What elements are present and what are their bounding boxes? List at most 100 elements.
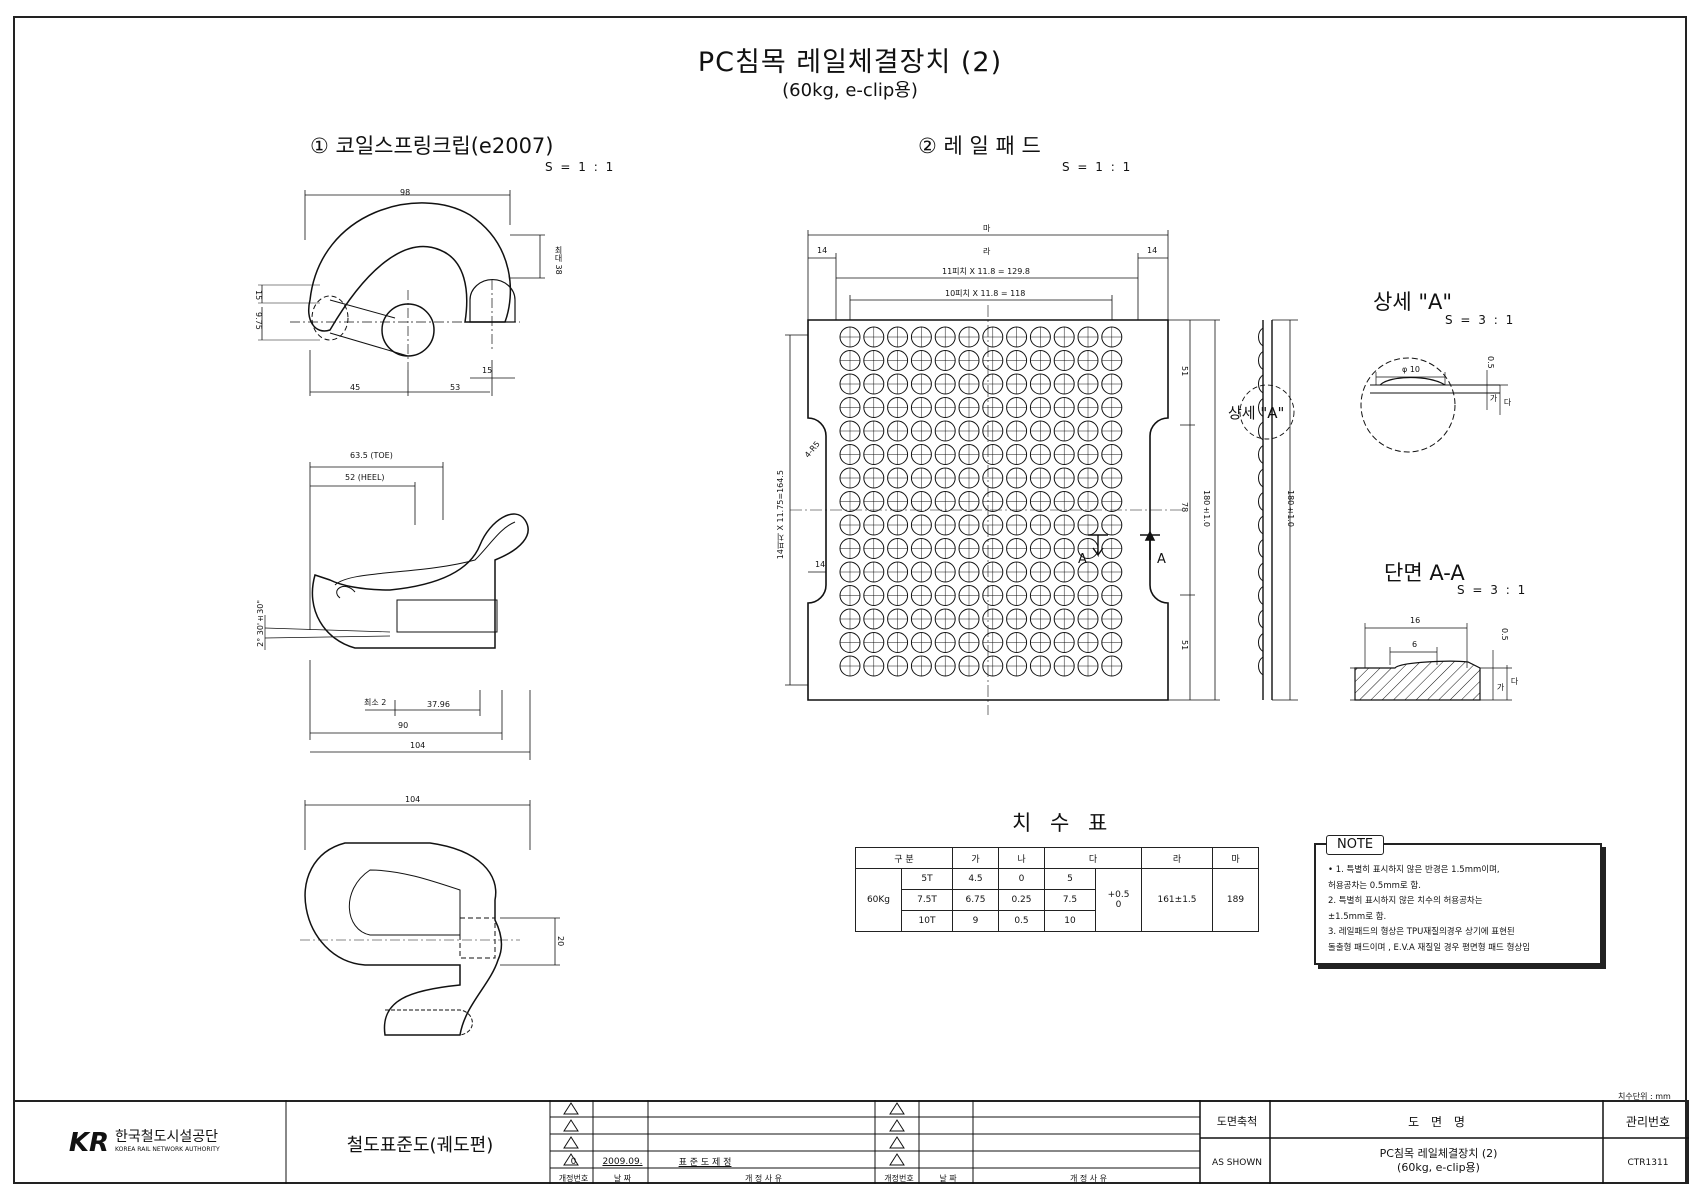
pad-bump-cross <box>840 444 860 465</box>
pad-bump-cross <box>887 374 908 394</box>
pad-bump-cross <box>1101 350 1122 371</box>
pad-bump-cross <box>1078 538 1098 559</box>
pad-bump-cross <box>840 632 860 653</box>
pad-bump-cross <box>840 374 860 394</box>
pad-bump-cross <box>863 585 884 606</box>
pad-bump-cross <box>1078 562 1098 582</box>
dim-table-title: 치 수 표 <box>1012 811 1114 835</box>
pad-bump-cross <box>1054 656 1075 676</box>
pad-bump-cross <box>887 421 908 441</box>
pad-bump-cross <box>959 421 979 441</box>
pad-bump-cross <box>1030 327 1051 347</box>
pad-bump-cross <box>863 562 884 582</box>
note-line: ±1.5mm로 함. <box>1328 911 1387 922</box>
pad-bump-cross <box>863 609 884 629</box>
dim-10-pitch: 10피치 X 11.8 = 118 <box>945 289 1026 298</box>
pad-bump-cross <box>887 538 908 559</box>
dim-ga-section: 가 <box>1496 683 1505 691</box>
pad-bump-cross <box>911 327 932 347</box>
dim-51-top: 51 <box>1180 366 1189 377</box>
dim-9-75: 9.75 <box>254 312 263 330</box>
note-box: NOTE • 1. 특별히 표시하지 않은 반경은 1.5mm이며, 허용공차는… <box>1314 835 1602 965</box>
th-ma: 마 <box>1212 847 1259 869</box>
drawing-name-label: 도 면 명 <box>1408 1114 1469 1129</box>
cell-na-2: 0.5 <box>998 910 1045 932</box>
dim-ra: 라 <box>983 247 991 256</box>
pad-scale: S = 1 : 1 <box>1062 160 1133 174</box>
pad-bump-cross <box>959 374 979 394</box>
drawing-name-line1: PC침목 레일체결장치 (2) <box>1379 1147 1498 1160</box>
pad-bump-cross <box>1101 538 1122 559</box>
pad-bump-cross <box>1006 632 1027 653</box>
title-block-lines <box>285 1100 1689 1184</box>
pad-bump-cross <box>1054 444 1075 465</box>
pad-bump-cross <box>1054 421 1075 441</box>
clip-scale: S = 1 : 1 <box>545 160 616 174</box>
pad-bump-cross <box>982 327 1003 347</box>
pad-bump-cross <box>911 632 932 653</box>
pad-bump-cross <box>887 444 908 465</box>
pad-bump-cross <box>1101 656 1122 676</box>
clip-section-title: ① 코일스프링크립(e2007) <box>310 134 554 158</box>
cell-da-1: 7.5 <box>1044 889 1096 911</box>
pad-bump-cross <box>1078 585 1098 606</box>
cell-na-0: 0 <box>998 868 1045 890</box>
pad-bump-cross <box>911 491 932 512</box>
h-reason-2: 개 정 사 유 <box>1069 1173 1108 1183</box>
pad-bump-cross <box>863 350 884 371</box>
dim-da-detail: 다 <box>1503 398 1512 406</box>
mgmt-label: 관리번호 <box>1625 1114 1671 1129</box>
section-aa-title: 단면 A-A <box>1384 561 1465 585</box>
pad-bump-cross <box>982 374 1003 394</box>
pad-bump-cross <box>887 562 908 582</box>
pad-bump-cross <box>1006 538 1027 559</box>
pad-bump-cross <box>863 444 884 465</box>
pad-bump-cross <box>1006 421 1027 441</box>
pad-bump-cross <box>1078 632 1098 653</box>
pad-bump-cross <box>1054 468 1075 488</box>
th-da: 다 <box>1044 847 1142 869</box>
dim-0-5-detail: 0.5 <box>1486 356 1495 369</box>
pad-bump-cross <box>1030 421 1051 441</box>
cell-na-1: 0.25 <box>998 889 1045 911</box>
pad-bump-cross <box>982 585 1003 606</box>
dim-45: 45 <box>350 383 361 392</box>
drawing-subtitle: (60kg, e-clip용) <box>782 80 918 101</box>
pad-plan-view <box>785 230 1220 715</box>
pad-bump-cross <box>1101 374 1122 394</box>
pad-bump-cross <box>1030 374 1051 394</box>
pad-bump-cross <box>959 632 979 653</box>
pad-bump-cross <box>959 656 979 676</box>
pad-bump-cross <box>911 515 932 535</box>
pad-bump-cross <box>982 632 1003 653</box>
pad-bump-cross <box>1030 538 1051 559</box>
pad-bump-cross <box>959 585 979 606</box>
dim-37-96: 37.96 <box>427 700 450 709</box>
section-mark-a-left: A <box>1078 552 1087 567</box>
scale-value: AS SHOWN <box>1212 1158 1262 1168</box>
pad-bump-cross <box>911 656 932 676</box>
pad-bump-cross <box>982 538 1003 559</box>
pad-bump-cross <box>1006 585 1027 606</box>
pad-bump-cross <box>1006 491 1027 512</box>
dim-38: 최대 38 <box>554 246 563 275</box>
pad-bump-cross <box>1078 656 1098 676</box>
pad-bump-cross <box>1101 468 1122 488</box>
dim-15-horz: 15 <box>482 366 493 375</box>
pad-bump-cross <box>982 468 1003 488</box>
dim-11-pitch: 11피치 X 11.8 = 129.8 <box>942 267 1030 276</box>
org-name-kr: 한국철도시설공단 <box>115 1129 219 1145</box>
section-aa-scale: S = 3 : 1 <box>1457 583 1528 597</box>
cell-ga-2: 9 <box>952 910 999 932</box>
pad-bump-cross <box>1030 468 1051 488</box>
pad-bump-cross <box>911 562 932 582</box>
pad-bump-cross <box>935 421 956 441</box>
note-line: 돌출형 패드이며 , E.V.A 재질일 경우 평면형 패드 형상임 <box>1328 942 1531 953</box>
dim-ga-detail: 가 <box>1489 394 1498 402</box>
tol-top: +0.5 <box>1107 890 1130 900</box>
pad-bump-cross <box>887 632 908 653</box>
pad-bump-cross <box>935 632 956 653</box>
cell-da-2: 10 <box>1044 910 1096 932</box>
scale-label: 도면축척 <box>1216 1115 1258 1128</box>
h-date: 날 짜 <box>613 1173 632 1183</box>
